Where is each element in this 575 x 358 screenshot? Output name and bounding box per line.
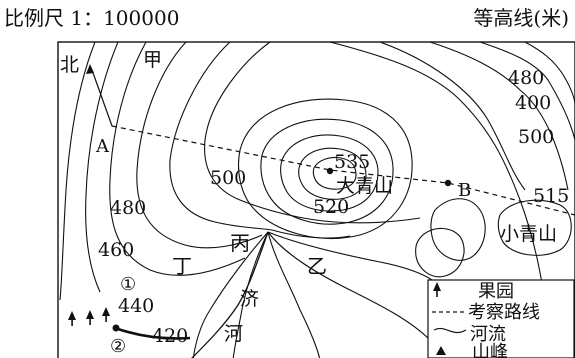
north-label: 北 — [60, 54, 79, 76]
orchard-icon — [433, 282, 441, 297]
contour-line — [379, 42, 526, 191]
legend: 果园 考察路线 河流 山峰 — [427, 279, 575, 358]
survey-route — [111, 125, 575, 216]
peak-icon — [436, 346, 446, 355]
orchard-icon — [102, 307, 110, 322]
legend-route-label: 考察路线 — [468, 302, 540, 323]
summit-marker — [326, 167, 334, 175]
contour-line — [267, 231, 433, 281]
contour-line — [329, 42, 549, 331]
contour-label-460: 460 — [98, 239, 134, 261]
place-label-xiao-qing-shan: 小青山 — [500, 223, 557, 245]
north-arrow-line — [91, 69, 113, 127]
north-arrow-icon — [86, 64, 94, 74]
river-label-ji: 济 — [240, 288, 259, 310]
contour-label-480-left: 480 — [110, 197, 146, 219]
contour-line — [267, 231, 431, 341]
contour-line — [429, 42, 569, 191]
contour-line — [497, 199, 572, 256]
point-a-label: A — [95, 136, 110, 157]
contour-label-520: 520 — [313, 196, 349, 218]
contour-label-400: 400 — [515, 92, 551, 114]
contour-unit-label: 等高线(米) — [473, 6, 569, 30]
contour-label-480-right: 480 — [508, 67, 544, 89]
map-scale: 比例尺 1：100000 — [4, 6, 180, 30]
contour-line — [169, 42, 351, 239]
contour-label-515: 515 — [533, 185, 569, 207]
contour-line — [479, 42, 575, 141]
orchard-symbols — [68, 307, 110, 326]
marker-label-2: ② — [110, 336, 126, 357]
place-label-yi: 乙 — [307, 254, 327, 278]
contour-line — [415, 227, 465, 278]
legend-orchard-label: 果园 — [478, 281, 514, 302]
legend-river-label: 河流 — [470, 324, 506, 345]
contour-line — [267, 231, 321, 358]
contour-label-440: 440 — [118, 295, 154, 317]
contour-line — [204, 42, 421, 224]
place-label-ding: 丁 — [172, 254, 192, 278]
contour-line — [430, 198, 486, 261]
contour-line — [136, 42, 263, 249]
river-mouth — [114, 326, 191, 340]
marker-label-1: ① — [120, 274, 136, 295]
contour-line — [85, 42, 119, 293]
river-icon — [433, 327, 467, 334]
contour-line — [312, 156, 357, 190]
contour-label-500-right: 500 — [518, 126, 554, 148]
place-label-da-qing-shan: 大青山 — [336, 175, 393, 197]
contour-label-420: 420 — [152, 325, 188, 347]
contour-line — [524, 42, 575, 106]
river-line — [191, 231, 269, 358]
map-frame — [57, 41, 575, 358]
contour-label-535: 535 — [334, 151, 370, 173]
contour-label-500-left: 500 — [210, 167, 246, 189]
legend-peak-label: 山峰 — [472, 342, 508, 358]
contour-line — [280, 134, 379, 212]
point-b-label: B — [458, 180, 471, 201]
river-point — [112, 324, 120, 332]
place-label-jia: 甲 — [143, 49, 162, 71]
contour-line — [59, 42, 96, 301]
contour-line — [238, 98, 413, 239]
contour-line — [232, 231, 269, 358]
orchard-icon — [68, 311, 76, 326]
orchard-icon — [86, 310, 94, 325]
contour-line — [298, 147, 367, 200]
contour-line — [192, 231, 269, 358]
place-label-bing: 丙 — [230, 231, 250, 255]
contour-line — [109, 42, 246, 276]
river-label-he: 河 — [224, 323, 243, 345]
contour-lines — [59, 42, 575, 358]
point-b-marker — [444, 179, 452, 187]
legend-box — [427, 279, 575, 358]
contour-line — [260, 118, 394, 225]
